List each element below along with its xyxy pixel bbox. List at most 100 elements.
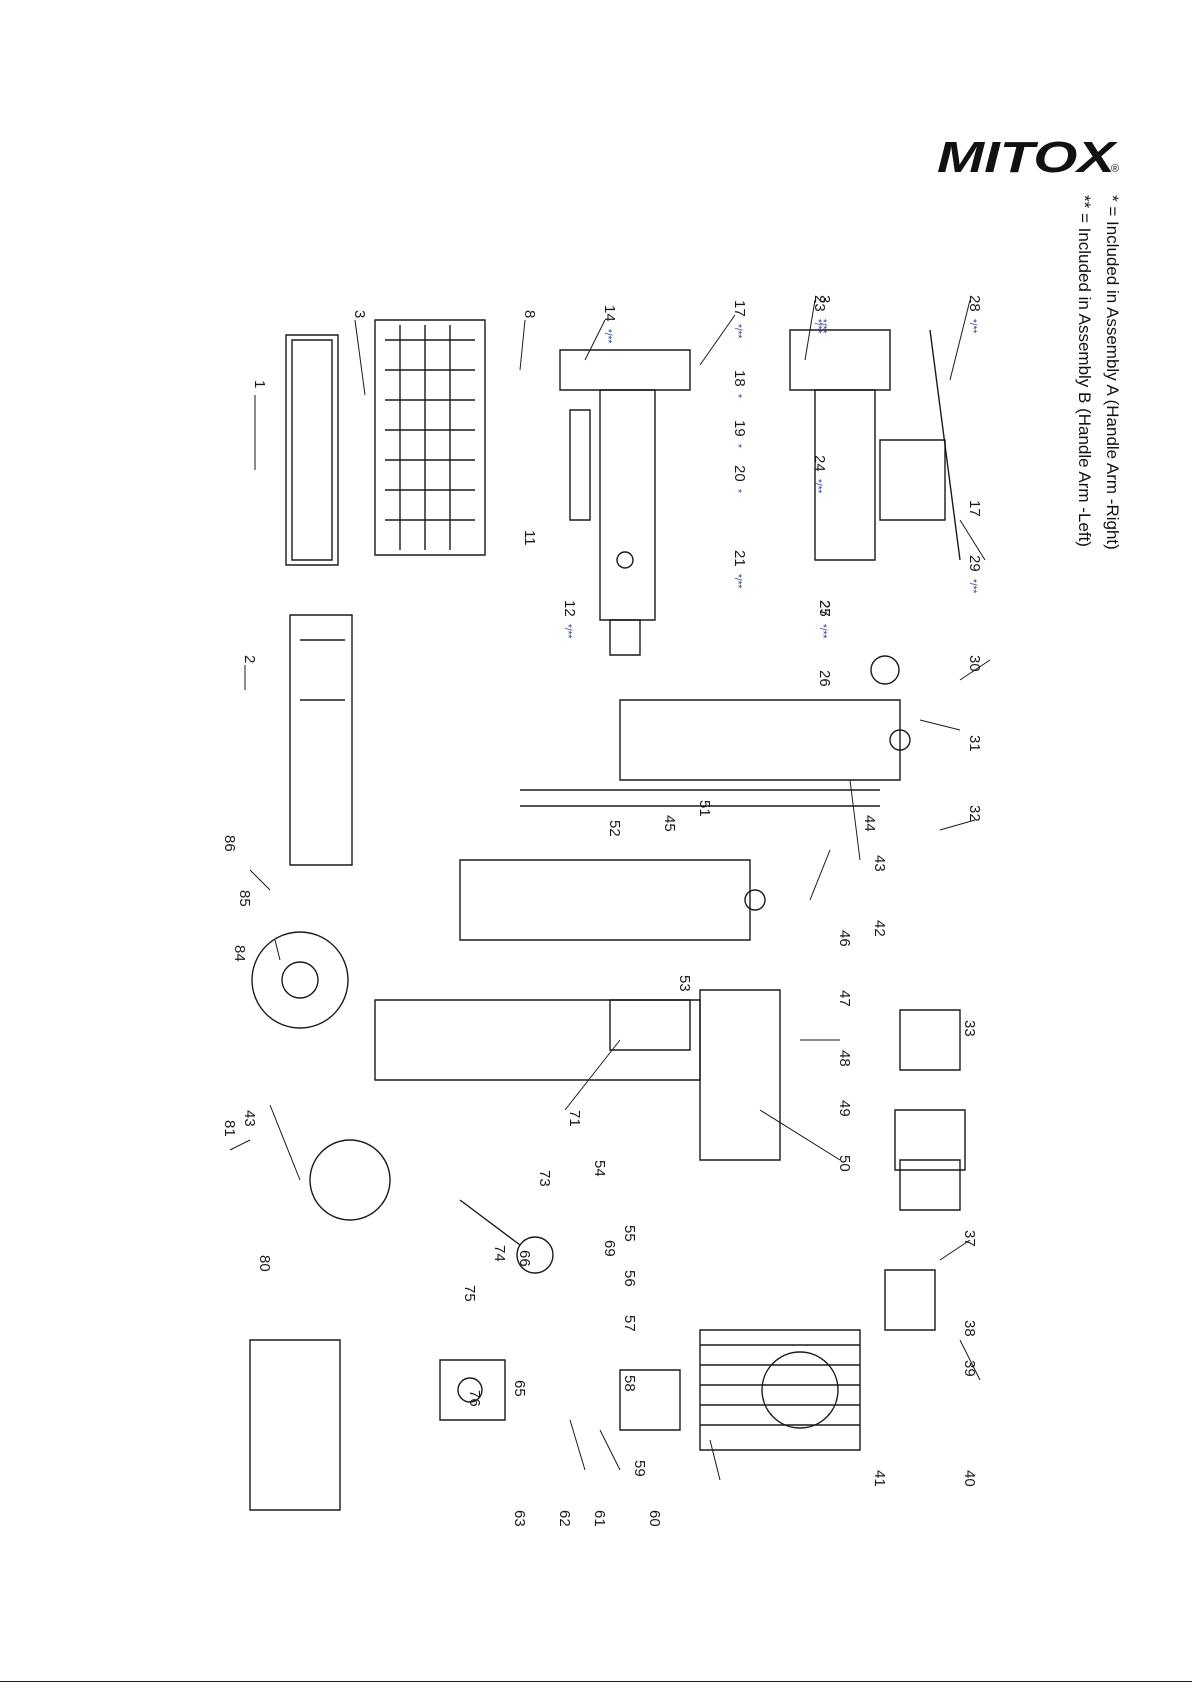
callout-29-assembly-mark: */** (967, 579, 978, 594)
callout-53: 53 (676, 975, 693, 992)
part-50-main-beam (374, 989, 781, 1161)
callout-8: 8 (521, 310, 538, 318)
callout-62: 62 (556, 1510, 573, 1527)
assembly-notes: * = Included in Assembly A (Handle Arm -… (1068, 195, 1136, 575)
callout-43: 43 (241, 1110, 258, 1127)
callout-11: 11 (521, 530, 538, 546)
part-1-base-plate (285, 334, 339, 566)
callout-2: 2 (241, 655, 258, 663)
callout-75: 75 (461, 1285, 478, 1302)
callout-31: 31 (966, 735, 983, 752)
callout-30: 30 (966, 655, 983, 672)
callout-60: 60 (646, 1510, 663, 1527)
callout-85: 85 (236, 890, 253, 907)
callout-21: 21 (731, 550, 748, 567)
note-assembly-a: * = Included in Assembly A (Handle Arm -… (1103, 195, 1122, 550)
callout-12-assembly-mark: */** (562, 624, 573, 639)
callout-24: 24 (811, 455, 828, 472)
part-52-push-rod (520, 789, 880, 807)
callout-50: 50 (836, 1155, 853, 1172)
callout-52: 52 (606, 820, 623, 837)
callout-37: 37 (961, 1230, 978, 1247)
callout-29: 29 (966, 555, 983, 572)
part-58-pump (619, 1369, 681, 1431)
callout-28-assembly-mark: */** (967, 319, 978, 334)
callout-18-assembly-mark: * (732, 394, 743, 398)
page-bottom-rule (0, 1681, 1192, 1682)
part-66-dipstick-cap (516, 1236, 554, 1274)
callout-14: 14 (601, 305, 618, 322)
callout-23: 23 (811, 295, 828, 312)
part-39-switch-box (884, 1269, 936, 1331)
callout-86: 86 (221, 835, 238, 852)
part-84-wheel-rear (309, 1139, 391, 1221)
callout-3: 3 (816, 295, 833, 303)
callout-17: 17 (966, 500, 983, 517)
callout-40: 40 (961, 1470, 978, 1487)
callout-51: 51 (696, 800, 713, 817)
callout-20-assembly-mark: * (732, 489, 743, 493)
callout-24-assembly-mark: */** (812, 479, 823, 494)
part-46-hydraulic-cylinder (459, 859, 766, 941)
callout-65: 65 (511, 1380, 528, 1397)
callout-28: 28 (966, 295, 983, 312)
part-8-guard-grid (374, 319, 486, 556)
callout-57: 57 (621, 1315, 638, 1332)
callout-39: 39 (961, 1360, 978, 1377)
callout-18: 18 (731, 370, 748, 387)
callout-74: 74 (491, 1245, 508, 1262)
part-33-guard-plates (894, 1009, 966, 1211)
callout-25: 25 (816, 600, 833, 617)
callout-17: 17 (731, 300, 748, 317)
callout-71: 71 (566, 1110, 583, 1127)
part-41-electric-motor (699, 1329, 861, 1451)
handle-arm-assembly-b (789, 329, 961, 561)
callout-54: 54 (591, 1160, 608, 1177)
callout-32: 32 (966, 805, 983, 822)
note-assembly-b: ** = Included in Assembly B (Handle Arm … (1075, 195, 1094, 547)
callout-25-assembly-mark: */** (817, 624, 828, 639)
brand-name: MITOX (937, 133, 1118, 182)
callout-45: 45 (661, 815, 678, 832)
callout-66: 66 (516, 1250, 533, 1267)
callout-81: 81 (221, 1120, 238, 1137)
part-80-tank-cover (249, 1339, 341, 1511)
callout-33: 33 (961, 1020, 978, 1037)
callout-17-assembly-mark: */** (732, 324, 743, 339)
callout-46: 46 (836, 930, 853, 947)
part-65-valve-block (439, 1359, 506, 1421)
callout-27: 27 (816, 600, 833, 617)
callout-3: 3 (351, 310, 368, 318)
callout-12: 12 (561, 600, 578, 617)
brand-registered: ® (1111, 163, 1119, 175)
callout-leaders (229, 299, 991, 1481)
callout-labels: 1233*/**81112*/**14*/**17*/**1718*19*20*… (221, 295, 983, 1527)
callout-42: 42 (871, 920, 888, 937)
callout-48: 48 (836, 1050, 853, 1067)
callout-63: 63 (511, 1510, 528, 1527)
part-2-splitting-plate (289, 614, 353, 866)
callout-38: 38 (961, 1320, 978, 1337)
callout-20: 20 (731, 465, 748, 482)
callout-19-assembly-mark: * (732, 444, 743, 448)
callout-3-assembly-mark: */** (817, 319, 828, 334)
handle-arm-assembly-a (559, 349, 691, 656)
callout-58: 58 (621, 1375, 638, 1392)
callout-73: 73 (536, 1170, 553, 1187)
callout-14-assembly-mark: */** (602, 329, 613, 344)
callout-55: 55 (621, 1225, 638, 1242)
part-30-frame-column (619, 655, 911, 781)
part-84-wheel (251, 931, 349, 1029)
callout-1: 1 (251, 380, 268, 388)
callout-61: 61 (591, 1510, 608, 1527)
callout-21-assembly-mark: */** (732, 574, 743, 589)
callout-84: 84 (231, 945, 248, 962)
mitox-logo: MITOX ® (915, 130, 1125, 182)
callout-43: 43 (871, 855, 888, 872)
callout-26: 26 (816, 670, 833, 687)
callout-49: 49 (836, 1100, 853, 1117)
callout-47: 47 (836, 990, 853, 1007)
callout-23-assembly-mark: */** (812, 319, 823, 334)
callout-80: 80 (256, 1255, 273, 1272)
